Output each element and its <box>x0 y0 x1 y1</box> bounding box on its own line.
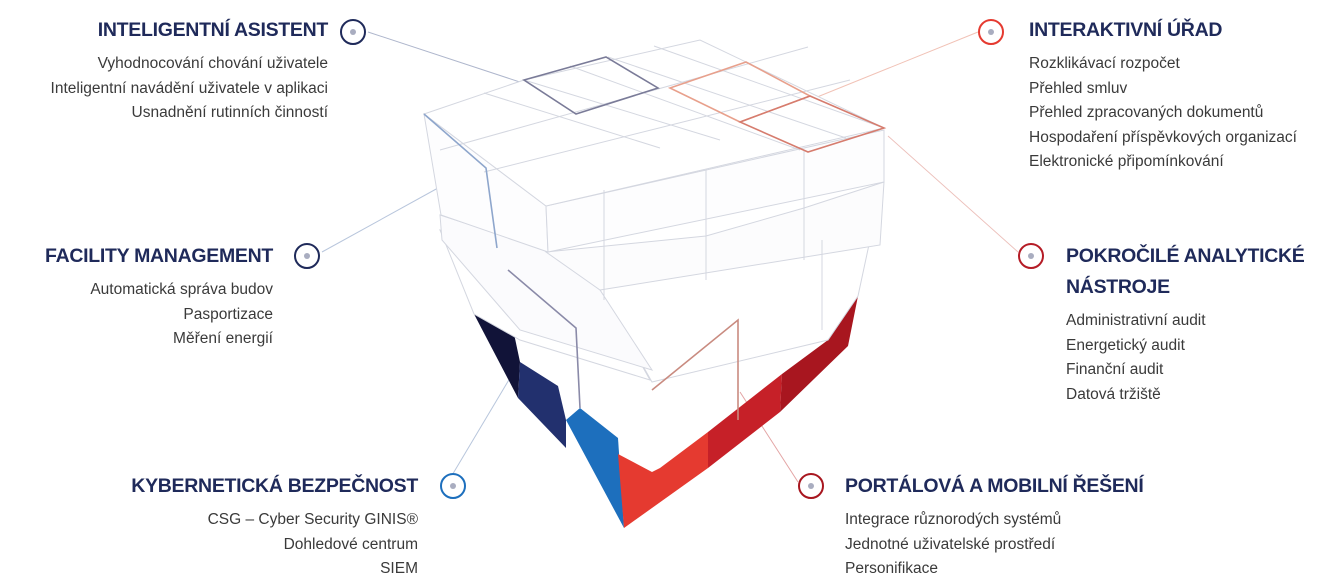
connector-kyber <box>447 377 511 483</box>
section-inteligentni-asistent: INTELIGENTNÍ ASISTENT Vyhodnocování chov… <box>51 15 329 126</box>
list-item: Automatická správa budov <box>90 281 273 298</box>
connector-interaktivni <box>789 31 979 109</box>
circle-marker-icon <box>340 19 366 45</box>
list-item: Administrativní audit <box>1066 312 1206 329</box>
section-items: Rozklikávací rozpočet Přehled smluv Přeh… <box>1029 52 1297 175</box>
section-items: Automatická správa budov Pasportizace Mě… <box>45 278 273 352</box>
list-item: Přehled smluv <box>1029 79 1128 97</box>
edge-facility <box>423 113 498 249</box>
section-title: INTELIGENTNÍ ASISTENT <box>97 19 329 41</box>
circle-marker-icon <box>978 19 1004 45</box>
list-item: Elektronické připomínkování <box>1029 153 1224 170</box>
section-kyberneticka-bezpecnost: KYBERNETICKÁ BEZPEČNOST CSG – Cyber Secu… <box>131 471 418 582</box>
list-item: Jednotné uživatelské prostředí <box>845 535 1056 553</box>
connector-pokrocile <box>887 135 1019 253</box>
list-item: Integrace různorodých systémů <box>845 511 1062 528</box>
tile-asistent <box>522 56 660 115</box>
section-interaktivni-urad: INTERAKTIVNÍ ÚŘAD Rozklikávací rozpočet … <box>1029 15 1297 175</box>
cube-wireframe <box>422 39 886 383</box>
list-item: Datová tržiště <box>1066 385 1161 403</box>
circle-marker-icon <box>294 243 320 269</box>
section-items: Integrace různorodých systémů Jednotné u… <box>845 508 1143 582</box>
connector-lines <box>321 31 1019 483</box>
circle-marker-icon <box>798 473 824 499</box>
section-items: Vyhodnocování chování uživatele Intelige… <box>51 52 328 126</box>
list-item: Přehled zpracovaných dokumentů <box>1029 104 1264 121</box>
section-title-line2: NÁSTROJE <box>1066 276 1170 298</box>
section-items: Administrativní audit Energetický audit … <box>1066 309 1305 407</box>
section-title: POKROČILÉ ANALYTICKÉ NÁSTROJE <box>1066 241 1305 303</box>
section-title: FACILITY MANAGEMENT <box>45 245 273 267</box>
list-item: CSG – Cyber Security GINIS® <box>207 511 418 528</box>
list-item: Pasportizace <box>183 305 273 323</box>
list-item: Měření energií <box>173 330 273 347</box>
section-title: INTERAKTIVNÍ ÚŘAD <box>1029 19 1223 41</box>
section-portalova-mobilni-reseni: PORTÁLOVÁ A MOBILNÍ ŘEŠENÍ Integrace růz… <box>845 471 1144 582</box>
tile-pokrocile <box>737 95 887 153</box>
edge-portalova <box>651 318 739 420</box>
facet-crimson <box>708 374 782 468</box>
connector-inteligentni-asistent <box>367 31 533 87</box>
facet-navy <box>518 362 566 448</box>
list-item: SIEM <box>380 560 418 577</box>
section-title-line1: POKROČILÉ ANALYTICKÉ <box>1066 245 1305 267</box>
section-title: PORTÁLOVÁ A MOBILNÍ ŘEŠENÍ <box>845 475 1144 497</box>
list-item: Usnadnění rutinních činností <box>131 104 328 121</box>
circle-marker-icon <box>1018 243 1044 269</box>
list-item: Finanční audit <box>1066 361 1164 378</box>
section-title: KYBERNETICKÁ BEZPEČNOST <box>131 475 418 497</box>
circle-marker-icon <box>440 473 466 499</box>
list-item: Personifikace <box>845 560 939 577</box>
facet-blue <box>566 408 624 528</box>
section-items: CSG – Cyber Security GINIS® Dohledové ce… <box>131 508 418 582</box>
list-item: Rozklikávací rozpočet <box>1029 55 1180 72</box>
list-item: Hospodaření příspěvkových organizací <box>1029 128 1297 146</box>
list-item: Dohledové centrum <box>283 535 418 553</box>
highlighted-tiles <box>423 56 887 420</box>
edge-kyber <box>507 269 581 409</box>
list-item: Vyhodnocování chování uživatele <box>97 55 328 72</box>
section-facility-management: FACILITY MANAGEMENT Automatická správa b… <box>45 241 273 352</box>
connector-facility <box>321 187 439 253</box>
section-pokrocile-analyticke-nastroje: POKROČILÉ ANALYTICKÉ NÁSTROJE Administra… <box>1066 241 1305 407</box>
list-item: Energetický audit <box>1066 336 1185 354</box>
facet-red <box>618 432 708 528</box>
list-item: Inteligentní navádění uživatele v aplika… <box>50 79 328 97</box>
